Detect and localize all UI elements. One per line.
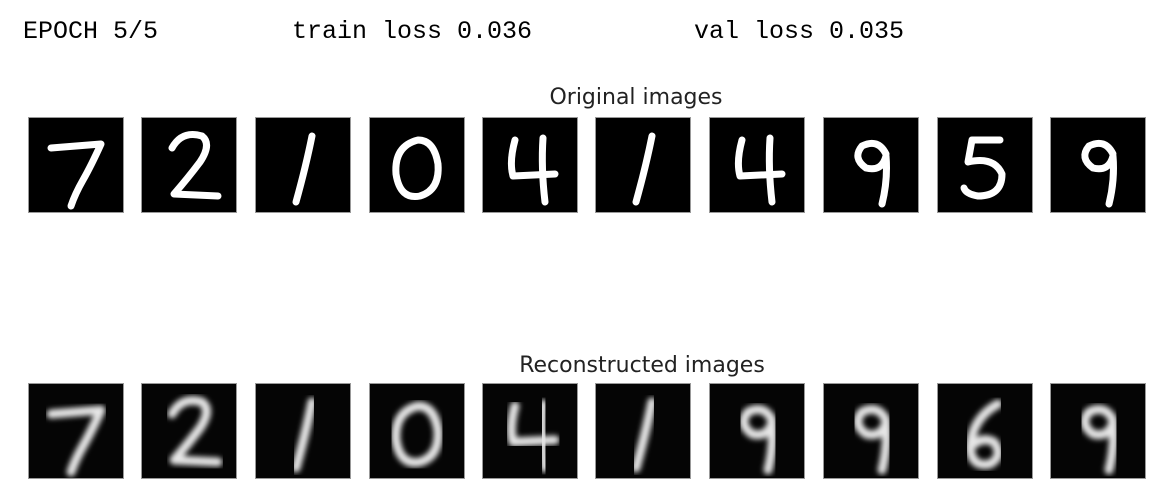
reconstructed-image-tile (482, 383, 578, 479)
digit-9-glyph (1080, 404, 1118, 475)
digit-0-glyph (391, 401, 443, 468)
train-loss-readout: train loss 0.036 (292, 17, 533, 46)
reconstructed-images-title: Reconstructed images (519, 353, 765, 378)
digit-9-glyph (1081, 139, 1117, 208)
reconstructed-image-tile (937, 383, 1033, 479)
reconstructed-image-tile (823, 383, 919, 479)
reconstructed-image-tile (28, 383, 124, 479)
val-loss-readout: val loss 0.035 (694, 17, 905, 46)
original-image-tile (595, 117, 691, 213)
original-image-tile (937, 117, 1033, 213)
reconstructed-image-tile (709, 383, 805, 479)
digit-2-glyph (167, 396, 223, 467)
reconstructed-image-tile (1050, 383, 1146, 479)
digit-1-glyph (632, 132, 656, 206)
digit-4-glyph (507, 134, 559, 206)
digit-1-glyph (631, 397, 657, 473)
digit-0-glyph (392, 136, 442, 201)
reconstructed-image-tile (255, 383, 351, 479)
reconstructed-image-tile (141, 383, 237, 479)
digit-9-glyph (853, 404, 891, 475)
original-images-title: Original images (549, 85, 723, 110)
training-log-line: EPOCH 5/5 train loss 0.036 val loss 0.03… (0, 14, 1176, 54)
digit-4-glyph (506, 399, 560, 473)
digit-9-glyph (854, 139, 890, 208)
original-image-tile (255, 117, 351, 213)
digit-7-glyph (47, 140, 105, 210)
original-image-tile (141, 117, 237, 213)
epoch-counter: EPOCH 5/5 (23, 17, 159, 46)
digit-2-glyph (168, 131, 222, 200)
reconstructed-image-tile (595, 383, 691, 479)
digit-1-glyph (292, 132, 316, 206)
original-image-tile (1050, 117, 1146, 213)
original-image-tile (369, 117, 465, 213)
digit-9-glyph (739, 404, 777, 475)
original-image-tile (709, 117, 805, 213)
digit-7-glyph (46, 405, 106, 477)
digit-1-glyph (291, 397, 317, 473)
original-image-tile (28, 117, 124, 213)
original-image-tile (482, 117, 578, 213)
digit-6-glyph (965, 399, 1003, 470)
original-image-tile (823, 117, 919, 213)
reconstructed-image-tile (369, 383, 465, 479)
digit-5-glyph (960, 136, 1006, 200)
digit-4-glyph (734, 134, 786, 206)
